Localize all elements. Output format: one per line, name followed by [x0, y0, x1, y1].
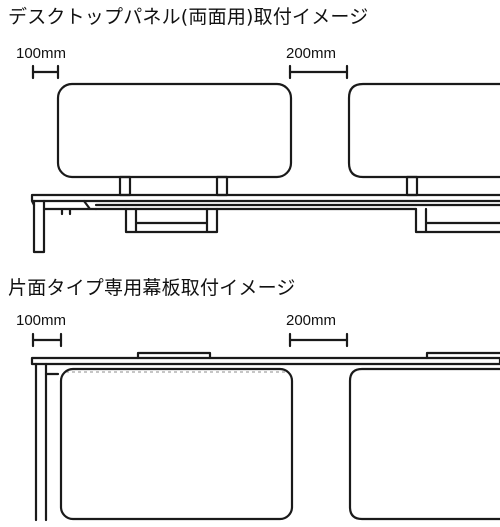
section2-desk-strip-a	[136, 351, 212, 360]
section2-dim-left-marker	[31, 332, 63, 348]
section1-dim-left-marker	[31, 64, 60, 80]
section2-left-panel	[59, 367, 294, 521]
section2-dim-right-marker	[288, 332, 349, 348]
section1-right-clamp	[414, 207, 500, 234]
section2-desk-strip-b	[425, 351, 500, 360]
section2-right-panel	[348, 367, 500, 521]
section1-left-panel	[56, 82, 293, 179]
section1-frame-corner	[42, 199, 98, 216]
section2-title: 片面タイプ専用幕板取付イメージ	[8, 277, 296, 299]
section1-dim-right-label: 200mm	[286, 45, 337, 62]
section2-dim-left-label: 100mm	[16, 312, 67, 329]
section1-dim-right-marker	[288, 64, 349, 80]
section1-title: デスクトップパネル(両面用)取付イメージ	[8, 6, 369, 28]
section1-under-rail	[94, 203, 500, 211]
section2-desk-leg	[34, 362, 48, 522]
section1-dim-left-label: 100mm	[16, 45, 67, 62]
section1-right-panel	[347, 82, 500, 179]
section1-left-clamp	[124, 207, 219, 234]
section1-diagram	[30, 64, 500, 254]
section2-desk-top	[30, 356, 500, 366]
section2-dim-right-label: 200mm	[286, 312, 337, 329]
